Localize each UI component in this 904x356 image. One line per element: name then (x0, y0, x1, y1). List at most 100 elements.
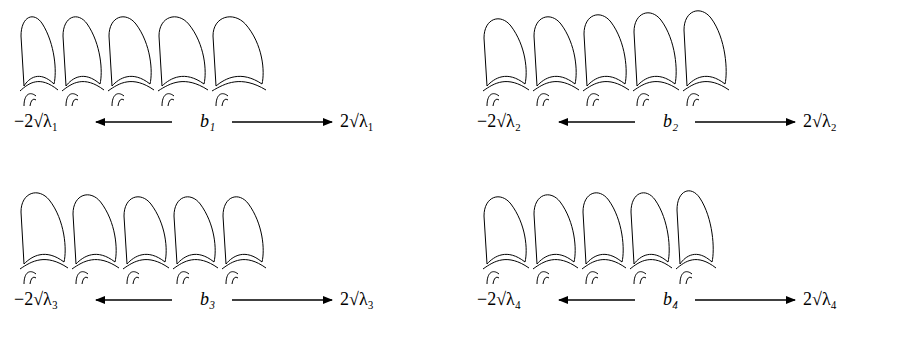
lung-contour (684, 11, 726, 86)
diaphragm-line (62, 82, 104, 91)
mode-arrow (96, 121, 172, 122)
lower-contour (586, 272, 598, 284)
lung-outline (633, 13, 679, 106)
range-label: −2√λ₄ (477, 290, 521, 308)
lung-contour (21, 17, 55, 86)
lung-outline (222, 197, 266, 284)
lower-contour (537, 272, 549, 284)
diaphragm-line (583, 82, 629, 91)
lung-outline (683, 11, 729, 106)
lung-contour (124, 197, 166, 264)
mode-arrow (559, 299, 635, 300)
diaphragm-line (683, 82, 729, 91)
diaphragm-line (533, 260, 578, 269)
lower-contour (112, 94, 124, 106)
lung-contour (584, 15, 626, 86)
mode-arrow (695, 121, 795, 122)
mode-arrow (695, 299, 795, 300)
range-label: 2√λ₄ (803, 290, 837, 308)
lower-contour (24, 272, 36, 284)
lung-contour (174, 197, 215, 264)
lower-contour (634, 272, 646, 284)
lung-contour (631, 193, 669, 264)
mode-arrow (96, 299, 172, 300)
range-label: −2√λ₁ (14, 112, 58, 130)
lung-contour (109, 17, 151, 86)
lower-contour (127, 272, 139, 284)
diaphragm-line (20, 260, 68, 269)
lung-outline (158, 17, 208, 106)
lung-contour (634, 13, 676, 86)
mode-name: b₃ (200, 290, 215, 308)
lung-outline (20, 17, 58, 106)
diaphragm-line (222, 260, 266, 269)
lung-contour (484, 19, 526, 86)
lower-contour (226, 272, 238, 284)
lung-contour (677, 191, 713, 264)
lung-contour (73, 195, 116, 264)
lower-contour (587, 94, 599, 106)
lower-contour (162, 94, 174, 106)
lower-contour (537, 94, 549, 106)
lung-contour (534, 195, 575, 264)
mode-name: b₁ (200, 112, 215, 130)
lower-contour (487, 94, 499, 106)
lower-contour (487, 272, 499, 284)
lung-outline (212, 17, 266, 106)
lower-contour (687, 94, 699, 106)
diaphragm-line (533, 82, 579, 91)
lung-contour (159, 17, 205, 86)
lung-outline (630, 193, 672, 284)
lung-contour (21, 193, 65, 264)
lung-outline (20, 193, 68, 284)
lung-outline (62, 17, 104, 106)
lower-contour (637, 94, 649, 106)
diaphragm-line (676, 260, 716, 269)
lower-contour (216, 94, 228, 106)
range-label: 2√λ₃ (340, 290, 374, 308)
lower-contour (177, 272, 189, 284)
diaphragm-line (108, 82, 154, 91)
diaphragm-line (582, 260, 626, 269)
lower-contour (24, 94, 36, 106)
lung-outline (583, 15, 629, 106)
lung-outline (533, 17, 579, 106)
diaphragm-line (20, 82, 58, 91)
diaphragm-line (483, 260, 529, 269)
lung-contour (63, 17, 101, 86)
range-label: −2√λ₃ (14, 290, 58, 308)
lung-outline (483, 19, 529, 106)
lower-contour (66, 94, 78, 106)
diaphragm-line (630, 260, 672, 269)
lung-contour (213, 17, 263, 86)
lung-outline (533, 195, 578, 284)
range-label: 2√λ₂ (803, 112, 837, 130)
mode-name: b₄ (663, 290, 678, 308)
lung-outline (123, 197, 169, 284)
range-label: 2√λ₁ (340, 112, 374, 130)
lung-outline (173, 197, 218, 284)
lower-contour (680, 272, 692, 284)
lung-contour (223, 197, 263, 264)
lung-outline (483, 197, 529, 284)
diaphragm-line (212, 82, 266, 91)
lower-contour (76, 272, 88, 284)
lung-outline (72, 195, 119, 284)
lung-contour (484, 197, 526, 264)
lung-contour (583, 193, 623, 264)
mode-arrow (559, 121, 635, 122)
diaphragm-line (123, 260, 169, 269)
lung-outline (676, 191, 716, 284)
diaphragm-line (483, 82, 529, 91)
lung-contour (534, 17, 576, 86)
lung-outline (108, 17, 154, 106)
diaphragm-line (173, 260, 218, 269)
mode-arrow (232, 121, 332, 122)
diaphragm-line (72, 260, 119, 269)
range-label: −2√λ₂ (477, 112, 521, 130)
mode-arrow (232, 299, 332, 300)
mode-name: b₂ (663, 112, 678, 130)
diaphragm-line (633, 82, 679, 91)
